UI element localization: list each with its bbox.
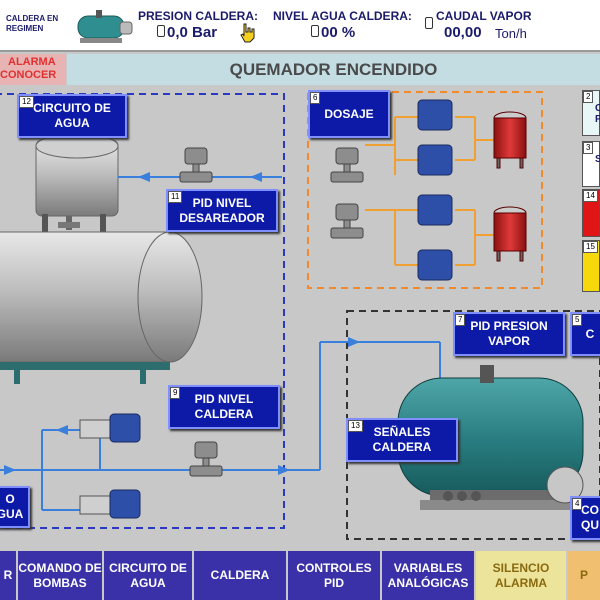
nav-analog-variables[interactable]: VARIABLES ANALÓGICAS — [382, 551, 476, 600]
water-level-label: NIVEL AGUA CALDERA: — [273, 9, 412, 23]
box-label-line2: GUA — [0, 507, 24, 521]
hand-cursor-icon — [238, 22, 258, 44]
boiler-region — [346, 310, 600, 540]
box-number: 9 — [170, 387, 181, 399]
box-number: 5 — [572, 314, 583, 326]
right-partial-box-4[interactable]: 4 CO QU — [570, 496, 600, 540]
dosing-region — [307, 91, 543, 289]
boiler-status-label: CALDERA EN REGIMEN — [6, 14, 59, 33]
alarm-acknowledge-button[interactable]: ALARMA CONOCER — [0, 54, 66, 85]
steam-boiler — [397, 365, 584, 510]
right-partial-box-5[interactable]: 5 C — [570, 312, 600, 356]
pid-deaerator-level-box[interactable]: 11 PID NIVEL DESAREADOR — [166, 189, 278, 232]
flow-gauge-icon — [425, 17, 433, 29]
box-number: 13 — [348, 420, 363, 432]
nav-water-circuit[interactable]: CIRCUITO DE AGUA — [104, 551, 194, 600]
side-item-14[interactable]: 14 — [582, 189, 600, 237]
box-number: 6 — [310, 92, 321, 104]
steam-flow-unit: Ton/h — [495, 26, 527, 41]
alarm-line1: ALARMA — [8, 56, 56, 68]
valve-group — [179, 147, 364, 477]
pressure-value: 0,0 Bar — [167, 24, 218, 41]
box-label: DOSAJE — [324, 106, 374, 121]
top-status-bar: CALDERA EN REGIMEN PRESION CALDERA: 0,0 … — [0, 0, 600, 52]
box-number: 11 — [168, 191, 183, 203]
nav-button-p[interactable]: P — [568, 551, 600, 600]
level-gauge-icon — [311, 25, 319, 37]
box-label: PID NIVEL CALDERA — [194, 392, 254, 421]
dosing-pump-group — [417, 99, 453, 281]
box-label: PID PRESION VAPOR — [470, 319, 548, 348]
side-text: C P — [595, 103, 600, 125]
box-label-line1: CO — [581, 503, 599, 517]
water-partial-box[interactable]: O GUA — [0, 486, 30, 528]
nav-boiler[interactable]: CALDERA — [194, 551, 288, 600]
pid-boiler-level-box[interactable]: 9 PID NIVEL CALDERA — [168, 385, 280, 429]
box-label: SEÑALES CALDERA — [372, 425, 432, 454]
nav-button-r[interactable]: R — [0, 551, 18, 600]
side-number: 15 — [583, 241, 598, 253]
boiler-drum-tank — [0, 231, 203, 384]
chemical-tanks — [493, 111, 527, 262]
water-level-value: 00 % — [321, 24, 356, 41]
nav-silence-alarm[interactable]: SILENCIO ALARMA — [476, 551, 568, 600]
side-text: S — [595, 154, 600, 165]
water-circuit-box[interactable]: 12 CIRCUITO DE AGUA — [17, 94, 127, 138]
box-label-line1: O — [5, 492, 15, 506]
alarm-line2: CONOCER — [0, 69, 57, 81]
side-number: 2 — [583, 91, 594, 103]
box-label-line2: QU — [581, 518, 599, 532]
process-diagram — [0, 91, 600, 540]
boiler-icon — [72, 6, 136, 46]
boiler-signals-box[interactable]: 13 SEÑALES CALDERA — [346, 418, 458, 462]
deaerator-tank — [35, 133, 119, 240]
steam-flow-value: 00,00 — [444, 24, 482, 41]
box-label: PID NIVEL DESAREADOR — [179, 195, 265, 225]
side-item-15[interactable]: 15 — [582, 240, 600, 292]
pid-steam-pressure-box[interactable]: 7 PID PRESION VAPOR — [453, 312, 565, 356]
box-label: C — [585, 326, 595, 341]
box-number: 4 — [572, 498, 583, 510]
box-number: 7 — [455, 314, 466, 326]
steam-flow-label: CAUDAL VAPOR — [436, 9, 532, 23]
nav-pump-command[interactable]: COMANDO DE BOMBAS — [18, 551, 104, 600]
side-number: 14 — [583, 190, 598, 202]
dosing-box[interactable]: 6 DOSAJE — [308, 90, 390, 138]
box-number: 12 — [19, 96, 34, 108]
pressure-gauge-icon — [157, 25, 165, 37]
feed-pump-group — [79, 413, 141, 519]
burner-status-banner: QUEMADOR ENCENDIDO — [67, 54, 600, 85]
side-item-2[interactable]: 2 C P — [582, 90, 600, 136]
pressure-label: PRESION CALDERA: — [138, 9, 259, 23]
nav-pid-controls[interactable]: CONTROLES PID — [288, 551, 382, 600]
side-item-3[interactable]: 3 S — [582, 141, 600, 187]
box-label: CIRCUITO DE AGUA — [33, 101, 111, 130]
side-number: 3 — [583, 142, 594, 154]
water-circuit-region — [0, 93, 285, 529]
